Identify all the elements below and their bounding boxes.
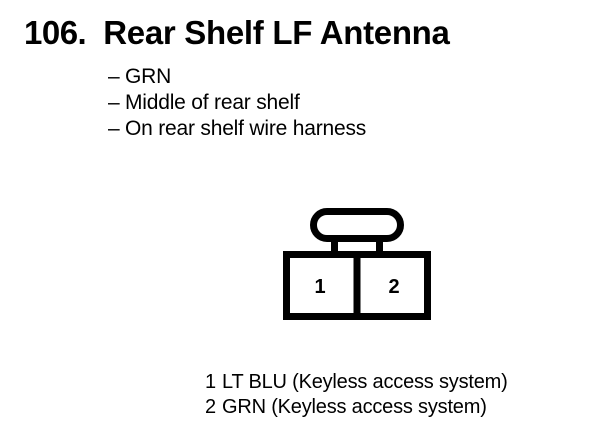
connector-diagram: 1 2	[283, 208, 433, 324]
legend-pin-description: LT BLU (Keyless access system)	[222, 371, 508, 393]
page-title: 106. Rear Shelf LF Antenna	[24, 16, 450, 49]
dash-icon: –	[108, 117, 120, 140]
legend-row: 1 LT BLU (Keyless access system)	[205, 370, 508, 395]
legend-row: 2 GRN (Keyless access system)	[205, 395, 508, 420]
legend-pin-number: 1	[205, 371, 216, 393]
connector-svg: 1 2	[283, 208, 431, 320]
list-item: – Middle of rear shelf	[108, 90, 366, 116]
list-item-label: Middle of rear shelf	[125, 91, 300, 114]
list-item: – On rear shelf wire harness	[108, 116, 366, 142]
legend-pin-description: GRN (Keyless access system)	[222, 396, 487, 418]
section-number: 106.	[24, 14, 87, 51]
detail-list: – GRN – Middle of rear shelf – On rear s…	[108, 64, 366, 142]
list-item-label: GRN	[125, 65, 172, 88]
pin-legend: 1 LT BLU (Keyless access system) 2 GRN (…	[205, 370, 508, 420]
connector-latch-leg-right	[376, 235, 383, 254]
dash-icon: –	[108, 65, 120, 88]
section-title: Rear Shelf LF Antenna	[103, 14, 450, 51]
connector-cavity-divider	[353, 254, 361, 317]
list-item: – GRN	[108, 64, 366, 90]
connector-latch-icon	[310, 208, 404, 242]
list-item-label: On rear shelf wire harness	[125, 117, 367, 140]
connector-latch-leg-left	[331, 235, 338, 254]
dash-icon: –	[108, 91, 120, 114]
cavity-number-2: 2	[388, 276, 399, 298]
cavity-number-1: 1	[314, 276, 325, 298]
legend-pin-number: 2	[205, 396, 216, 418]
